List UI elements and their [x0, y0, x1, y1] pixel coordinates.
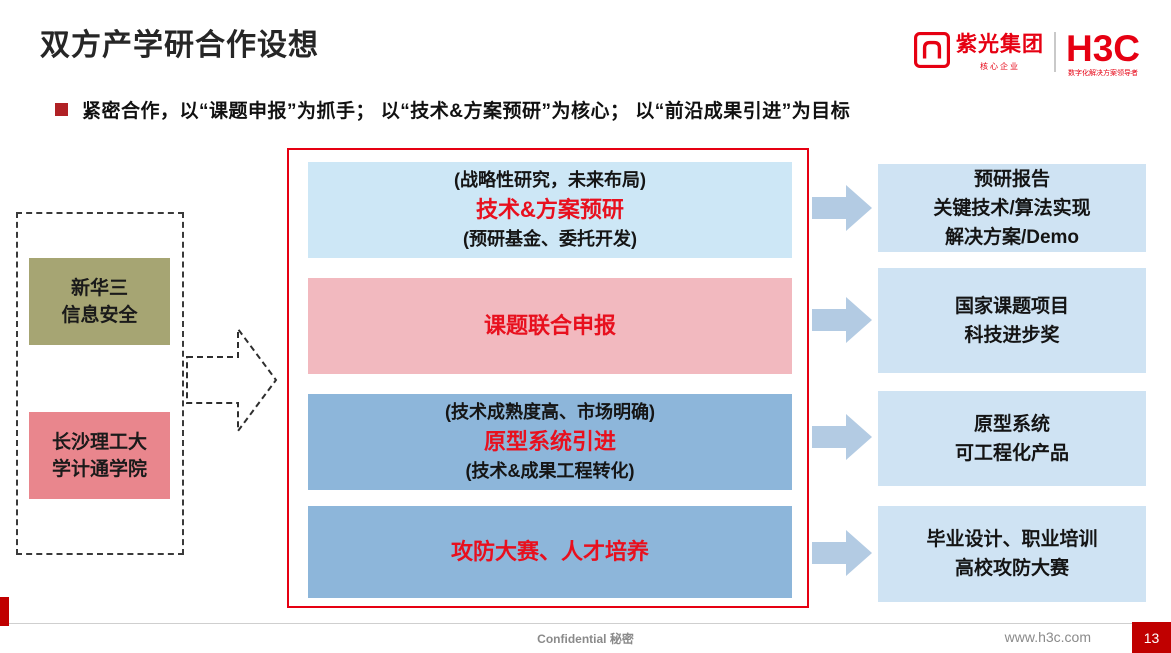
left-box-line: 长沙理工大 — [51, 431, 147, 453]
unis-tagline: 核心企业 — [980, 62, 1020, 71]
footer-divider — [0, 623, 1171, 624]
row-main-text: 原型系统引进 — [483, 429, 616, 454]
dashed-arrow-icon — [186, 327, 278, 433]
right-box-research-report: 预研报告 关键技术/算法实现 解决方案/Demo — [878, 164, 1146, 252]
right-box-prototype-product: 原型系统 可工程化产品 — [878, 391, 1146, 486]
key-message-text: 紧密合作，以“课题申报”为抓手； 以“技术&方案预研”为核心； 以“前沿成果引进… — [82, 101, 851, 122]
center-row-tech-plan-preresearch: (战略性研究，未来布局) 技术&方案预研 (预研基金、委托开发) — [308, 162, 792, 258]
right-box-line: 原型系统 — [973, 413, 1050, 435]
right-box-line: 可工程化产品 — [954, 442, 1069, 464]
row-subtext-bottom: (预研基金、委托开发) — [463, 229, 637, 249]
right-box-line: 毕业设计、职业培训 — [926, 529, 1098, 550]
block-arrow-icon — [812, 185, 872, 231]
right-box-line: 高校攻防大赛 — [954, 558, 1069, 579]
right-box-line: 国家课题项目 — [954, 295, 1069, 317]
left-box-h3c-security: 新华三 信息安全 — [29, 258, 170, 345]
right-box-line: 预研报告 — [973, 168, 1050, 190]
center-row-prototype-introduction: (技术成熟度高、市场明确) 原型系统引进 (技术&成果工程转化) — [308, 394, 792, 490]
website-label: www.h3c.com — [1004, 629, 1091, 645]
right-box-line: 科技进步奖 — [964, 324, 1060, 346]
left-box-csust-school: 长沙理工大 学计通学院 — [29, 412, 170, 499]
h3c-logo-block: H3C 数字化解决方案领导者 — [1066, 28, 1141, 78]
right-box-line: 关键技术/算法实现 — [933, 197, 1091, 219]
logo-divider — [1054, 32, 1056, 72]
left-box-line: 新华三 — [70, 277, 128, 299]
key-message-row: 紧密合作，以“课题申报”为抓手； 以“技术&方案预研”为核心； 以“前沿成果引进… — [55, 96, 850, 123]
row-main-text: 课题联合申报 — [483, 313, 616, 338]
brand-logos: 紫光集团 核心企业 H3C 数字化解决方案领导者 — [914, 28, 1141, 78]
row-main-text: 技术&方案预研 — [476, 197, 624, 222]
page-number-badge: 13 — [1132, 622, 1171, 653]
block-arrow-icon — [812, 414, 872, 460]
bullet-square-icon — [55, 103, 68, 116]
block-arrow-icon — [812, 297, 872, 343]
unis-logo-text: 紫光集团 — [956, 33, 1044, 56]
row-subtext-bottom: (技术&成果工程转化) — [465, 461, 635, 481]
confidential-label: Confidential 秘密 — [537, 632, 634, 646]
left-box-line: 学计通学院 — [51, 458, 147, 480]
row-subtext-top: (战略性研究，未来布局) — [454, 170, 646, 190]
page-title: 双方产学研合作设想 — [40, 29, 319, 62]
right-box-line: 解决方案/Demo — [944, 226, 1080, 248]
right-box-national-project: 国家课题项目 科技进步奖 — [878, 268, 1146, 373]
left-accent-bar — [0, 597, 9, 626]
right-box-training-competition: 毕业设计、职业培训 高校攻防大赛 — [878, 506, 1146, 602]
left-group-dashed-frame — [16, 212, 184, 555]
h3c-tagline: 数字化解决方案领导者 — [1068, 70, 1139, 77]
h3c-logo-text: H3C — [1066, 28, 1141, 69]
center-row-competition-training: 攻防大赛、人才培养 — [308, 506, 792, 598]
center-row-joint-topic-application: 课题联合申报 — [308, 278, 792, 374]
cooperation-frame: (战略性研究，未来布局) 技术&方案预研 (预研基金、委托开发) 课题联合申报 … — [287, 148, 809, 608]
left-box-line: 信息安全 — [61, 304, 138, 326]
unis-logo-icon — [914, 32, 950, 68]
row-main-text: 攻防大赛、人才培养 — [450, 539, 649, 564]
unis-logo-block: 紫光集团 核心企业 — [956, 32, 1044, 72]
row-subtext-top: (技术成熟度高、市场明确) — [445, 402, 655, 422]
block-arrow-icon — [812, 530, 872, 576]
